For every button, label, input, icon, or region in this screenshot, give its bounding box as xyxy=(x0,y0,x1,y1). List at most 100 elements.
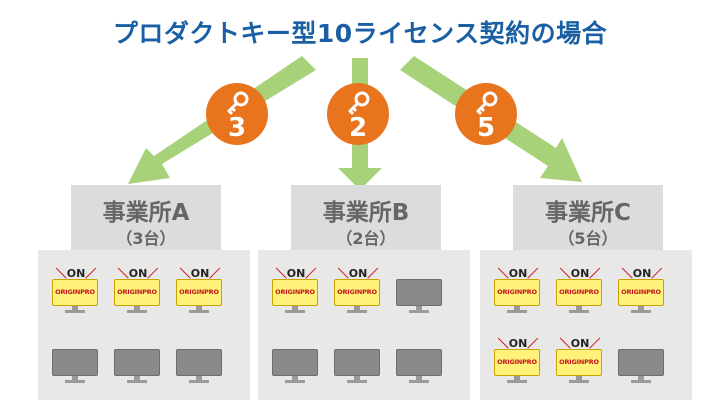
pc-licensed: ＼ON／ ORIGINPRO xyxy=(176,265,224,313)
pc-licensed: ＼ON／ ORIGINPRO xyxy=(52,265,100,313)
pc-licensed: ＼ON／ ORIGINPRO xyxy=(334,265,382,313)
pc-licensed: ＼ON／ORIGINPRO xyxy=(556,335,604,383)
monitor-screen xyxy=(114,349,160,376)
monitor-stand xyxy=(416,306,422,310)
on-label: ＼ON／ xyxy=(497,267,539,280)
monitor-screen xyxy=(176,349,222,376)
on-label: ＼ON／ xyxy=(559,337,601,350)
originpro-logo: ORIGINPRO xyxy=(275,288,315,296)
originpro-logo: ORIGINPRO xyxy=(621,288,661,296)
monitor-stand xyxy=(638,306,644,310)
key-count: 3 xyxy=(227,113,247,143)
pc-licensed: ＼ON／ORIGINPRO xyxy=(494,335,542,383)
key-count: 5 xyxy=(476,113,496,143)
monitor-stand xyxy=(292,376,298,380)
monitor-stand xyxy=(514,376,520,380)
originpro-logo: ORIGINPRO xyxy=(559,288,599,296)
key-icon xyxy=(475,91,498,116)
monitor-screen xyxy=(618,349,664,376)
office-tab: 事業所B （2台） xyxy=(291,185,441,250)
office-tab: 事業所C （5台） xyxy=(513,185,663,250)
monitor-stand xyxy=(416,376,422,380)
monitor-foot xyxy=(189,380,209,383)
pc-unlicensed xyxy=(272,335,320,383)
monitor-stand xyxy=(514,306,520,310)
pc-licensed: ＼ON／ORIGINPRO xyxy=(114,265,162,313)
monitor-foot xyxy=(631,310,651,313)
monitor-stand xyxy=(72,306,78,310)
monitor-stand xyxy=(196,376,202,380)
monitor-foot xyxy=(347,380,367,383)
monitor-foot xyxy=(127,310,147,313)
monitor-stand xyxy=(354,306,360,310)
monitor-stand xyxy=(134,376,140,380)
monitor-stand xyxy=(354,376,360,380)
monitor-screen: ORIGINPRO xyxy=(272,279,318,306)
office-name: 事業所A xyxy=(102,200,190,226)
on-label: ＼ON／ xyxy=(179,267,221,280)
monitor-screen xyxy=(272,349,318,376)
monitor-foot xyxy=(507,380,527,383)
on-label: ＼ON／ xyxy=(621,267,663,280)
originpro-logo: ORIGINPRO xyxy=(497,288,537,296)
monitor-stand xyxy=(576,306,582,310)
pc-unlicensed xyxy=(396,335,444,383)
monitor-foot xyxy=(507,310,527,313)
monitor-foot xyxy=(285,380,305,383)
monitor-stand xyxy=(576,376,582,380)
monitor-foot xyxy=(347,310,367,313)
monitor-screen: ORIGINPRO xyxy=(556,349,602,376)
monitor-screen xyxy=(396,349,442,376)
originpro-logo: ORIGINPRO xyxy=(337,288,377,296)
monitor-stand xyxy=(72,376,78,380)
office-name: 事業所C xyxy=(545,200,631,226)
pc-licensed: ＼ON／ ORIGINPRO xyxy=(494,265,542,313)
pc-licensed: ＼ON／ ORIGINPRO xyxy=(272,265,320,313)
monitor-foot xyxy=(189,310,209,313)
monitor-screen: ORIGINPRO xyxy=(618,279,664,306)
monitor-screen: ORIGINPRO xyxy=(52,279,98,306)
monitor-screen: ORIGINPRO xyxy=(556,279,602,306)
pc-licensed: ＼ON／ ORIGINPRO xyxy=(618,265,666,313)
monitor-foot xyxy=(65,380,85,383)
monitor-screen: ORIGINPRO xyxy=(114,279,160,306)
monitor-screen: ORIGINPRO xyxy=(494,349,540,376)
monitor-foot xyxy=(127,380,147,383)
on-label: ＼ON／ xyxy=(337,267,379,280)
monitor-stand xyxy=(638,376,644,380)
key-badge-b: 2 xyxy=(327,83,389,145)
page-title: プロダクトキー型10ライセンス契約の場合 xyxy=(112,19,608,48)
office-name: 事業所B xyxy=(322,200,410,226)
on-label: ＼ON／ xyxy=(275,267,317,280)
on-label: ＼ON／ xyxy=(55,267,97,280)
pc-unlicensed xyxy=(334,335,382,383)
pc-unlicensed xyxy=(618,335,666,383)
monitor-screen xyxy=(334,349,380,376)
key-badge-a: 3 xyxy=(206,83,268,145)
office-count: （5台） xyxy=(558,229,618,248)
office-tab: 事業所A （3台） xyxy=(71,185,221,250)
on-label: ＼ON／ xyxy=(559,267,601,280)
monitor-foot xyxy=(631,380,651,383)
monitor-screen: ORIGINPRO xyxy=(334,279,380,306)
originpro-logo: ORIGINPRO xyxy=(179,288,219,296)
monitor-screen xyxy=(396,279,442,306)
pc-unlicensed xyxy=(396,265,444,313)
originpro-logo: ORIGINPRO xyxy=(55,288,95,296)
monitor-screen: ORIGINPRO xyxy=(494,279,540,306)
originpro-logo: ORIGINPRO xyxy=(497,358,537,366)
pc-unlicensed xyxy=(176,335,224,383)
pc-licensed: ＼ON／ ORIGINPRO xyxy=(556,265,604,313)
key-badge-c: 5 xyxy=(455,83,517,145)
monitor-foot xyxy=(569,380,589,383)
monitor-foot xyxy=(409,380,429,383)
monitor-stand xyxy=(134,306,140,310)
key-count: 2 xyxy=(348,113,368,143)
pc-unlicensed xyxy=(114,335,162,383)
monitor-screen xyxy=(52,349,98,376)
monitor-foot xyxy=(285,310,305,313)
monitor-screen: ORIGINPRO xyxy=(176,279,222,306)
monitor-foot xyxy=(569,310,589,313)
key-icon xyxy=(347,91,370,116)
pc-unlicensed xyxy=(52,335,100,383)
